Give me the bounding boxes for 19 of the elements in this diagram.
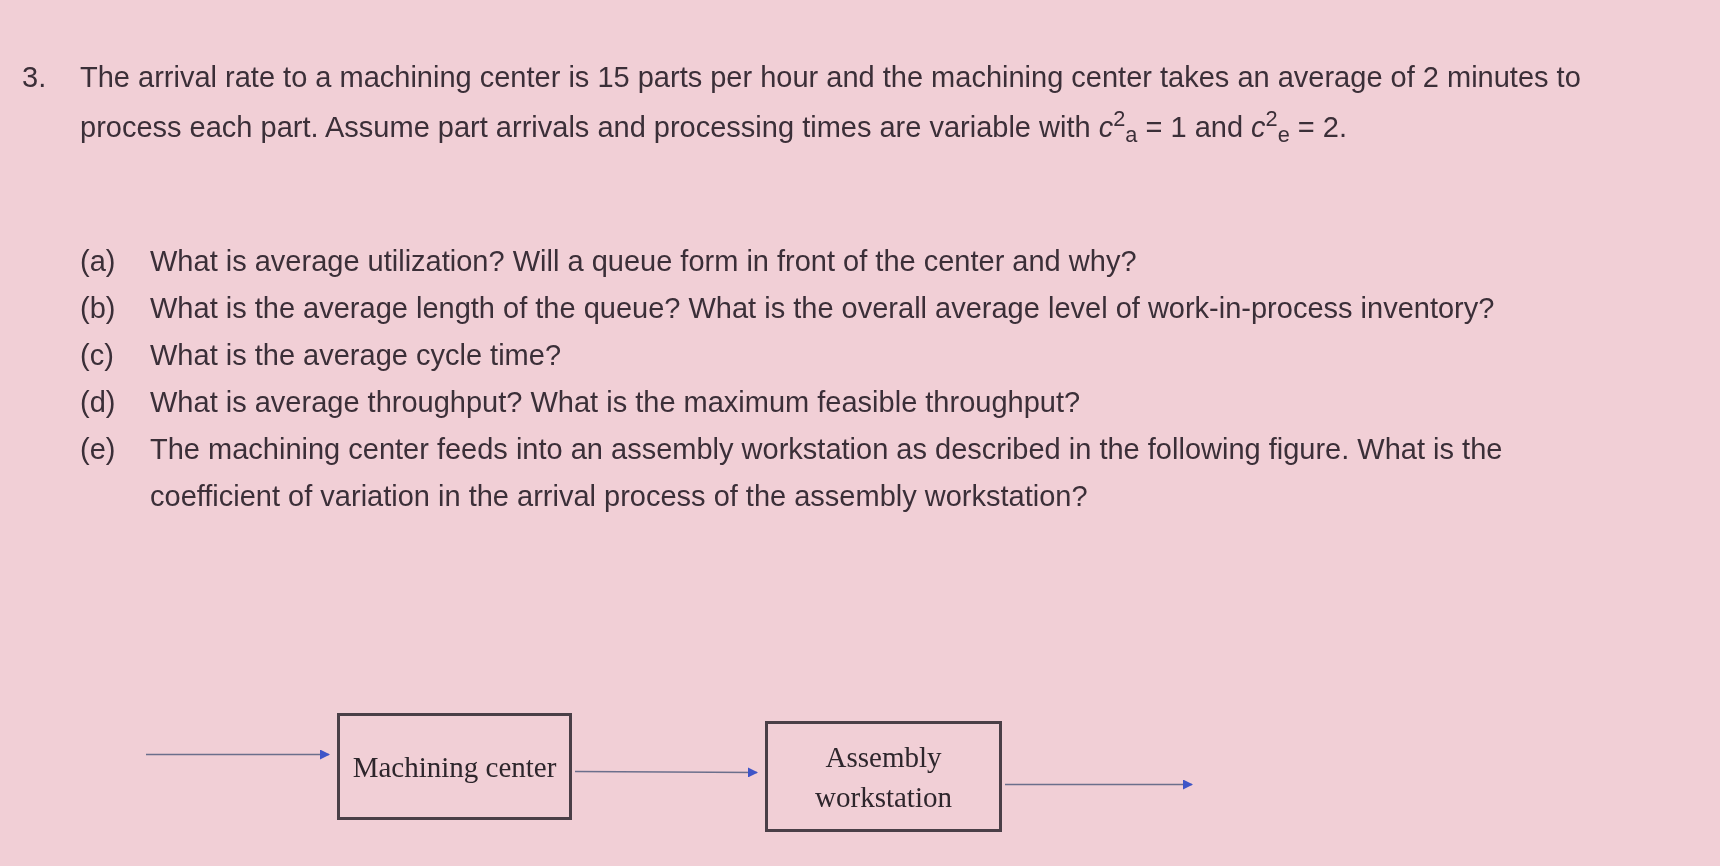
box-label: Assembly workstation [814,739,953,815]
arrow [145,749,330,760]
question-number: 3. [22,60,47,95]
question-text: What is average utilization? Will a queue form in front of the center and why? [150,244,1138,279]
process-box [337,713,572,820]
box-label: Machining center [351,749,558,785]
arrow [574,767,758,778]
question-text: The machining center feeds into an assembly workstation as described in the following figure. What is the coefficient of variation in the arrival process of the assembly workstation? [150,432,1504,514]
question-text: What is the average cycle time? [150,338,562,373]
item-marker: (b) [80,291,117,326]
problem-statement: The arrival rate to a machining center is 15 parts per hour and the machining center takes an average of 2 minutes to process each part. Assume part arrivals and processing times are variable with c$^{2}$$_{a}$ = 1 and c$^{2}$$_{e}$ = 2. [80,60,1582,150]
item-marker: (d) [80,385,117,420]
question-text: What is average throughput? What is the maximum feasible throughput? [150,385,1082,420]
item-marker: (a) [80,244,117,279]
arrow [1004,779,1193,790]
item-marker: (e) [80,432,117,467]
item-marker: (c) [80,338,115,373]
process-box [765,721,1002,832]
question-text: What is the average length of the queue? What is the overall average level of work-in-process inventory? [150,291,1496,326]
